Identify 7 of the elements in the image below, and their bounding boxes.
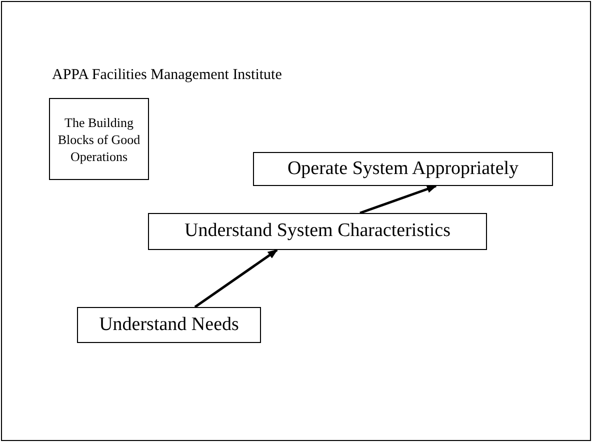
text-box: Operate System Appropriately (253, 152, 553, 186)
text-box: Understand Needs (77, 307, 261, 343)
text-box: The Building Blocks of Good Operations (49, 98, 149, 180)
title: APPA Facilities Management Institute (52, 66, 282, 85)
arrow (194, 248, 278, 308)
text-box: Understand System Characteristics (148, 213, 487, 250)
arrow (360, 184, 437, 214)
